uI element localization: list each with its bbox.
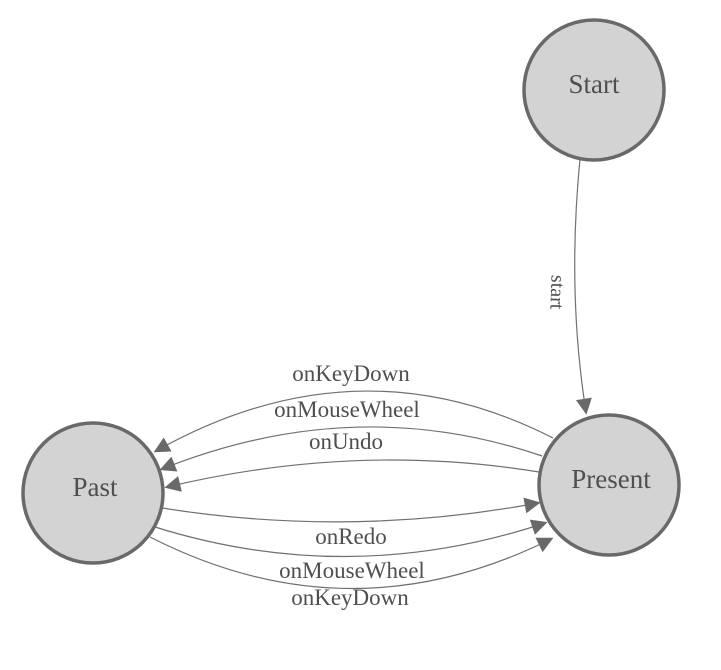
state-node-past-label: Past xyxy=(72,472,118,502)
edge-label-onundo: onUndo xyxy=(309,429,383,454)
state-node-present[interactable]: Present xyxy=(537,413,681,557)
edge-past-to-present-onmousewheel: onMouseWheel xyxy=(154,519,548,583)
edge-past-to-present-onkeydown: onKeyDown xyxy=(149,536,554,610)
state-node-start-label: Start xyxy=(569,69,620,99)
state-node-past[interactable]: Past xyxy=(21,421,165,565)
state-node-start[interactable]: Start xyxy=(522,18,666,162)
edge-past-to-present-onredo: onRedo xyxy=(161,497,541,549)
edge-label-onmousewheel-bottom: onMouseWheel xyxy=(279,558,425,583)
edge-start-to-present: start xyxy=(545,158,592,415)
edge-label-onmousewheel-top: onMouseWheel xyxy=(274,397,420,422)
edge-label-onredo: onRedo xyxy=(315,524,387,549)
edge-path-onmousewheel-bottom xyxy=(154,519,548,558)
edge-path-onundo xyxy=(164,459,540,492)
edge-label-onkeydown-bottom: onKeyDown xyxy=(291,585,409,610)
edge-label-start: start xyxy=(545,275,568,311)
edge-path-onkeydown-top xyxy=(153,390,554,453)
edge-present-to-past-onundo: onUndo xyxy=(164,429,540,492)
edge-path-onmousewheel-top xyxy=(159,426,543,472)
edge-present-to-past-onkeydown: onKeyDown xyxy=(153,361,554,453)
edge-present-to-past-onmousewheel: onMouseWheel xyxy=(159,397,543,472)
state-node-start-circle[interactable] xyxy=(522,18,666,162)
edge-path-onkeydown-bottom xyxy=(149,536,554,590)
edge-label-onkeydown-top: onKeyDown xyxy=(292,361,410,386)
state-node-past-circle[interactable] xyxy=(21,421,165,565)
state-node-present-label: Present xyxy=(571,464,651,494)
edge-path-start xyxy=(574,158,592,415)
state-node-present-circle[interactable] xyxy=(537,413,681,557)
edge-path-onredo xyxy=(161,497,541,523)
